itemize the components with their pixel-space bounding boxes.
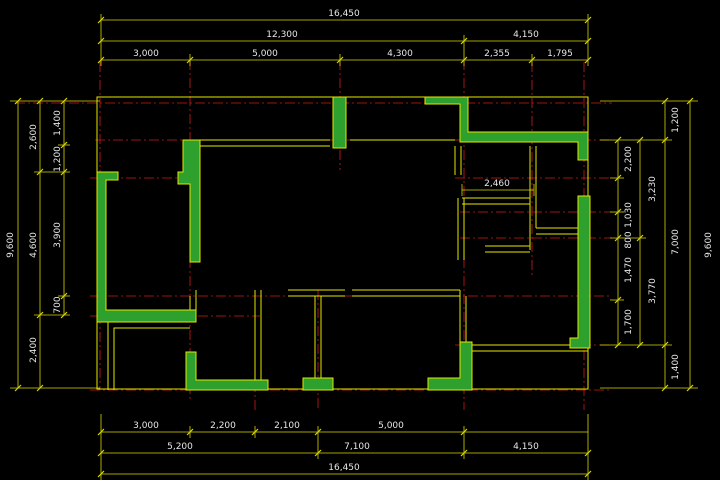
dim-bottom-row2-2: 7,100 (344, 442, 370, 452)
dim-bottom-overall: 16,450 (328, 463, 360, 473)
shear-wall-top-right (424, 96, 589, 161)
wall-lower-left-room-inner (113, 327, 190, 390)
dim-left-inner-4: 700 (53, 296, 63, 313)
dim-bottom-row2-1: 5,200 (167, 442, 193, 452)
dim-right-inner-2: 1,030 (624, 202, 634, 228)
dim-right-inner-5: 1,700 (624, 309, 634, 335)
dim-top-row2-2: 4,150 (513, 30, 539, 40)
shear-wall-left-column (177, 139, 201, 263)
dim-top-row2-1: 12,300 (266, 30, 298, 40)
dim-right-middle-1: 3,230 (648, 176, 658, 202)
dim-bottom-row1-1: 3,000 (133, 421, 159, 431)
walls (96, 96, 591, 391)
dim-bottom-row1-2: 2,200 (210, 421, 236, 431)
shear-wall-top-column (332, 96, 347, 149)
dim-right-outer-1: 1,200 (671, 107, 681, 133)
dim-top-row3-1: 3,000 (133, 49, 159, 59)
shear-wall-left-room (96, 171, 197, 323)
dim-top-row3-2: 5,000 (252, 49, 278, 59)
dim-right-inner-3: 800 (624, 231, 634, 248)
dim-bottom-row2-3: 4,150 (513, 442, 539, 452)
shear-wall-right (569, 195, 591, 349)
dimension-ticks (14, 16, 694, 478)
shear-wall-bottom-mid (302, 377, 334, 391)
thin-walls (96, 96, 589, 390)
dim-top-row3-3: 4,300 (387, 49, 413, 59)
dim-left-inner-2: 1,200 (53, 146, 63, 172)
dim-top-row3-4: 2,355 (484, 49, 510, 59)
dim-right-inner-4: 1,470 (624, 257, 634, 283)
dim-left-outer-2: 4,600 (29, 232, 39, 258)
dim-bottom-row1-3: 2,100 (274, 421, 300, 431)
dim-top-overall: 16,450 (328, 9, 360, 19)
dim-bottom-row1-4: 5,000 (378, 421, 404, 431)
dim-right-outer-3: 1,400 (671, 354, 681, 380)
shear-wall-bottom-left (185, 351, 269, 391)
dimension-labels: 16,450 12,300 4,150 3,000 5,000 4,300 2,… (6, 9, 714, 473)
dim-right-middle-2: 3,770 (648, 278, 658, 304)
dim-left-inner-1: 1,400 (53, 110, 63, 136)
dim-right-overall: 9,600 (704, 232, 714, 258)
dim-right-outer-2: 7,000 (671, 229, 681, 255)
shear-wall-bottom-right (427, 341, 473, 391)
dim-right-inner-1: 2,200 (624, 146, 634, 172)
dim-left-inner-3: 3,900 (53, 222, 63, 248)
shear-walls (96, 96, 591, 391)
dim-left-outer-1: 2,600 (29, 124, 39, 150)
dimension-lines (10, 14, 698, 480)
dim-left-outer-3: 2,400 (29, 337, 39, 363)
dim-top-row3-5: 1,795 (547, 49, 573, 59)
dim-left-overall: 9,600 (6, 232, 16, 258)
dim-interior-1: 2,460 (484, 179, 510, 189)
